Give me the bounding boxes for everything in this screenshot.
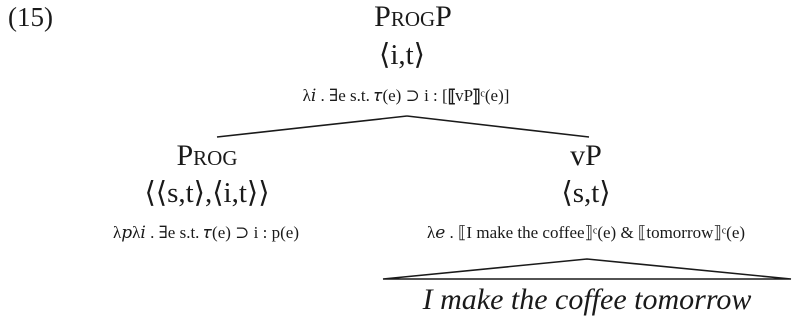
vp-node-type: ⟨s,t⟩ [561, 177, 611, 209]
root-node-type: ⟨i,t⟩ [379, 39, 425, 71]
root-node-label: ProgP [374, 0, 452, 33]
branch-root-to-prog [216, 115, 408, 138]
vp-node-semantics: λ𝑒 . ⟦I make the coffee⟧ᶜ(e) & ⟦tomorrow… [426, 223, 746, 242]
branch-root-to-vp [406, 115, 590, 138]
prog-node-type: ⟨⟨s,t⟩,⟨i,t⟩⟩ [144, 177, 270, 209]
vp-node-label: vP [570, 139, 602, 172]
terminal-sentence: I make the coffee tomorrow [422, 283, 752, 316]
example-number: (15) [8, 2, 53, 32]
prog-node-label: Prog [176, 139, 238, 172]
prog-node-semantics: λ𝑝λ𝑖 . ∃e s.t. 𝜏(e) ⊃ i : p(e) [113, 223, 299, 242]
root-node-semantics: λ𝑖 . ∃e s.t. 𝜏(e) ⊃ i : [⟦vP⟧ᶜ(e)] [302, 86, 510, 105]
terminal-triangle [382, 258, 792, 280]
